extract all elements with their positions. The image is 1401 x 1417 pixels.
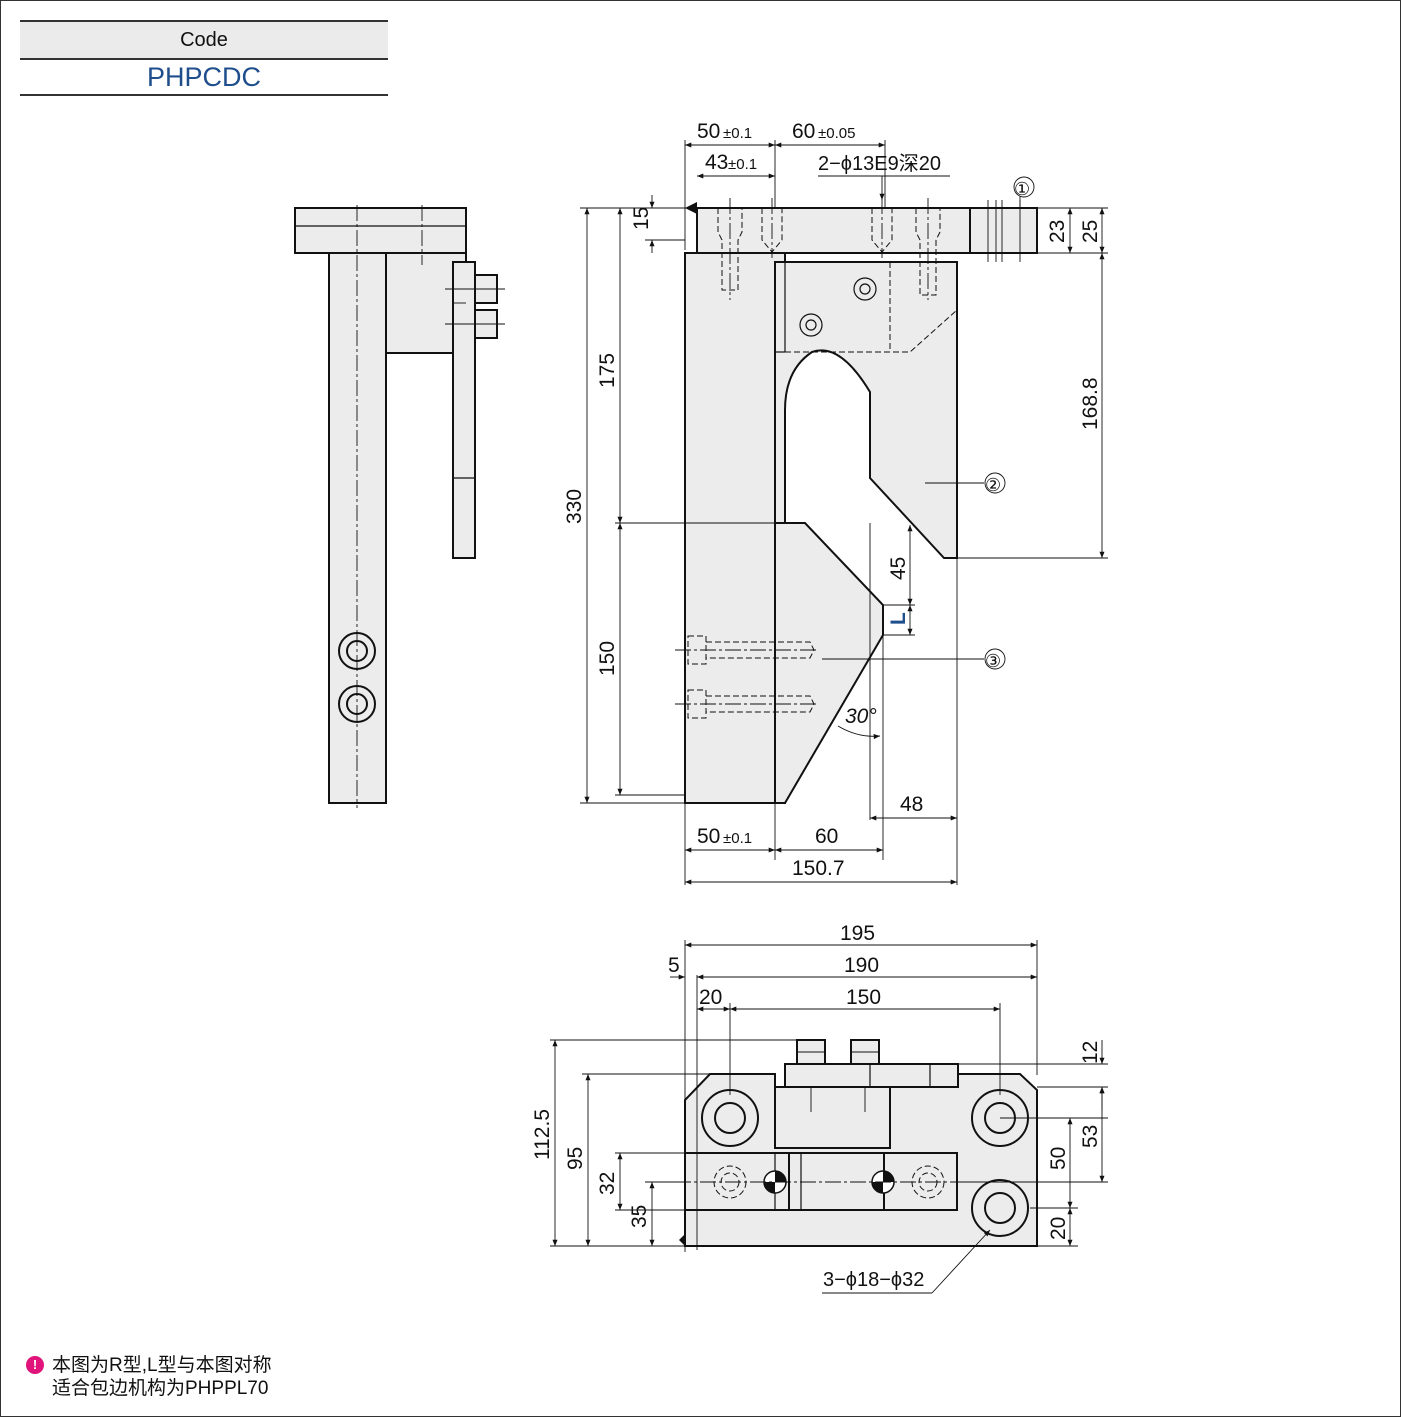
dim-tol-01: ±0.1 — [723, 125, 752, 142]
dim-48: 48 — [900, 793, 923, 816]
note-line-1: 本图为R型,L型与本图对称 — [52, 1355, 272, 1376]
dim-60-bottom: 60 — [815, 825, 838, 848]
side-slide-plate — [452, 261, 476, 559]
code-table-value: PHPCDC — [20, 60, 388, 96]
note-line-2: 适合包边机构为PHPPL70 — [52, 1378, 269, 1399]
dim-50-top-view: 50 — [1047, 1147, 1070, 1170]
dim-30-deg: 30° — [845, 705, 877, 728]
dim-23: 23 — [1046, 220, 1069, 243]
dim-tol-005: ±0.05 — [818, 125, 855, 142]
drawing-note: ! 本图为R型,L型与本图对称 适合包边机构为PHPPL70 — [26, 1354, 272, 1400]
dim-25: 25 — [1079, 220, 1102, 243]
dim-150-7: 150.7 — [792, 857, 845, 880]
dim-168-8: 168.8 — [1079, 377, 1102, 430]
dim-175: 175 — [596, 353, 619, 388]
dim-190: 190 — [844, 954, 879, 977]
dim-12: 12 — [1079, 1041, 1102, 1064]
top-view-slide — [784, 1063, 959, 1088]
dim-112-5: 112.5 — [531, 1109, 554, 1160]
balloon-2: ② — [985, 475, 1001, 495]
dim-50-top: 50 — [697, 120, 720, 143]
dim-195: 195 — [840, 922, 875, 945]
hole-note-top: 3−ϕ18−ϕ32 — [823, 1269, 924, 1291]
dim-150-left: 150 — [596, 641, 619, 676]
part3-wedge — [774, 522, 884, 804]
dim-tol-43: ±0.1 — [728, 156, 757, 173]
dim-60-top: 60 — [792, 120, 815, 143]
dim-53: 53 — [1079, 1125, 1102, 1148]
dim-95: 95 — [564, 1147, 587, 1170]
dim-43: 43 — [705, 151, 728, 174]
hole-note-front: 2−ϕ13E9深20 — [818, 152, 941, 175]
part2-block — [774, 261, 958, 559]
dim-20-top: 20 — [699, 986, 722, 1009]
balloon-3: ③ — [985, 651, 1001, 671]
dim-l: L — [887, 612, 910, 625]
dim-150-top-view: 150 — [846, 986, 881, 1009]
info-pin-icon: ! — [26, 1356, 44, 1374]
dim-5: 5 — [668, 954, 680, 977]
dim-35: 35 — [628, 1205, 651, 1228]
dim-330: 330 — [563, 489, 586, 524]
front-view: 50 ±0.1 60 ±0.05 43 ±0.1 2−ϕ13E9深20 15 1… — [563, 120, 1108, 885]
dim-50-bottom: 50 — [697, 825, 720, 848]
dim-32: 32 — [596, 1172, 619, 1195]
dim-15: 15 — [630, 207, 653, 230]
balloon-1: ① — [1014, 179, 1030, 199]
main-body — [684, 252, 786, 804]
dim-tol-50-bottom: ±0.1 — [723, 830, 752, 847]
dim-20-right: 20 — [1047, 1217, 1070, 1240]
dim-45: 45 — [887, 557, 910, 580]
top-view: 195 190 5 20 150 12 53 50 20 112.5 — [531, 922, 1108, 1294]
side-view — [294, 205, 505, 808]
side-top-plate — [294, 207, 467, 254]
side-column — [328, 252, 387, 804]
code-table-header: Code — [20, 20, 388, 60]
